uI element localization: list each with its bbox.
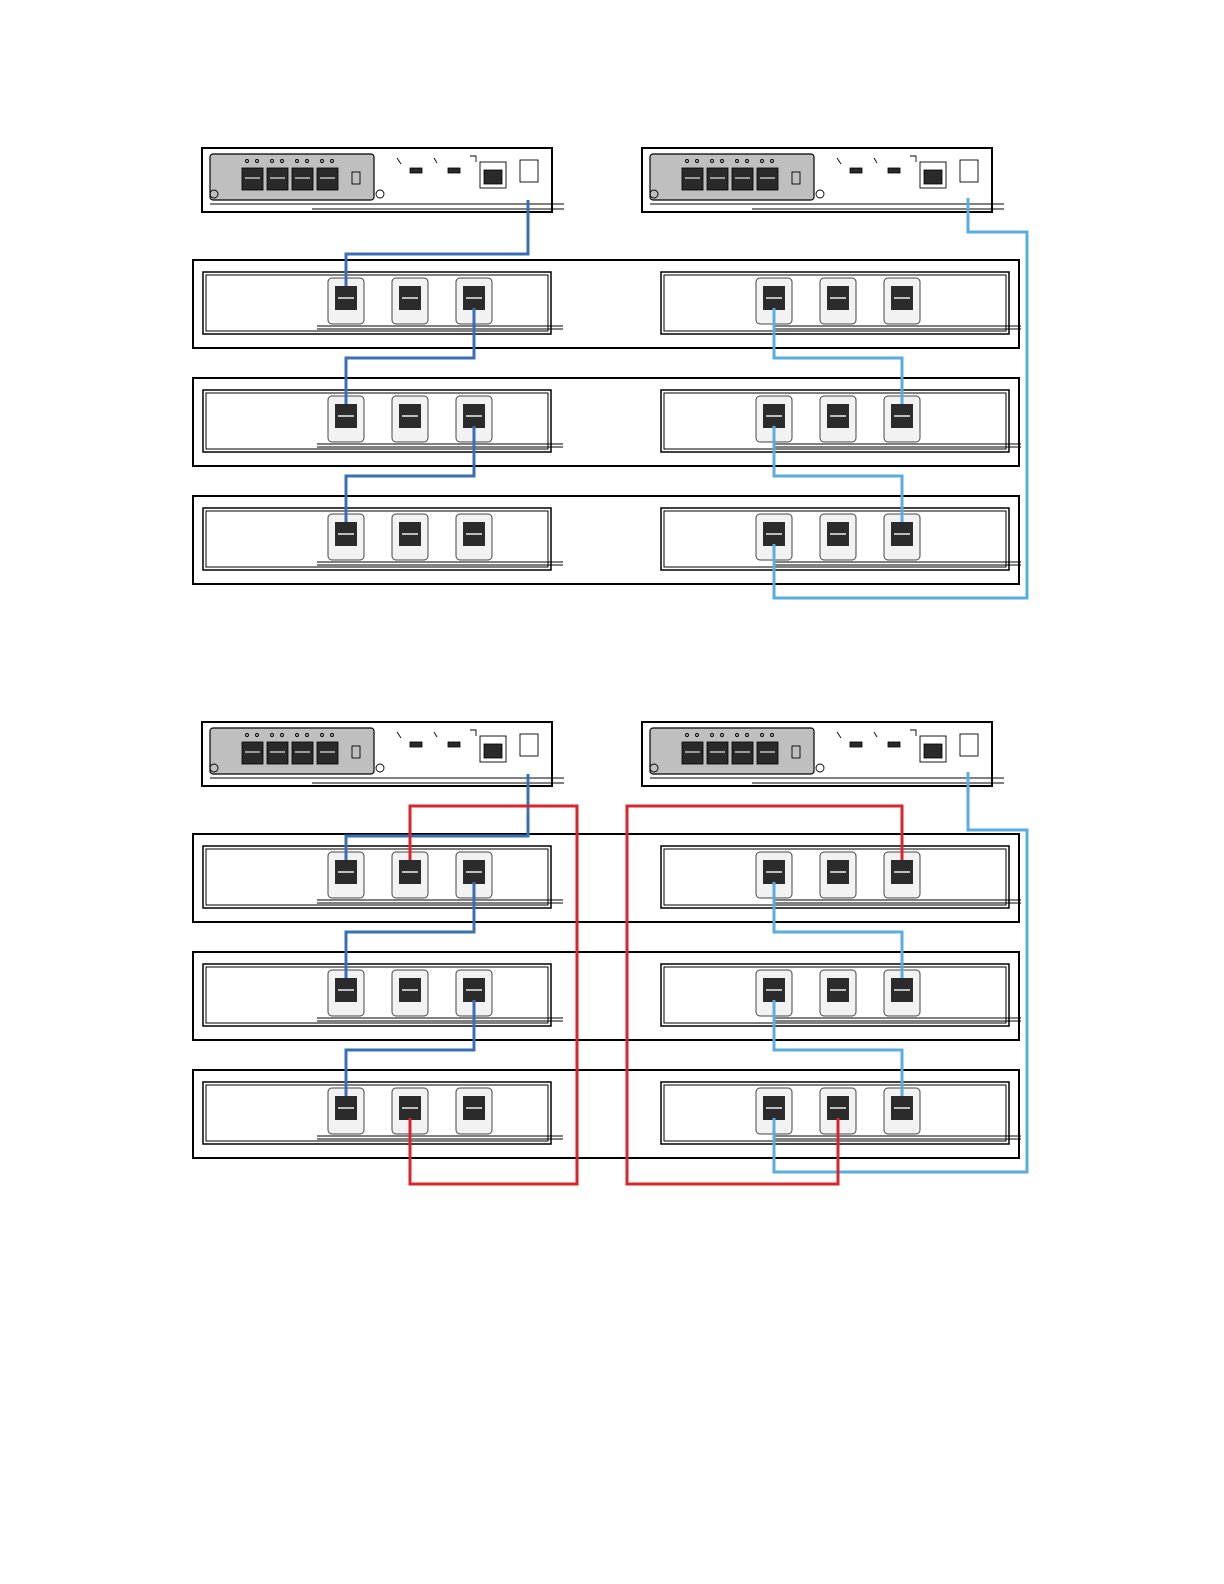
sfp-port-slot	[760, 177, 775, 179]
ethernet-jack-icon	[924, 170, 942, 184]
sas-port-slot	[830, 533, 846, 535]
sas-port-slot	[466, 415, 482, 417]
sas-port-slot	[830, 297, 846, 299]
sas-port-slot	[402, 533, 418, 535]
sfp-port-slot	[245, 751, 260, 753]
iom-a	[203, 272, 551, 334]
sas-port-slot	[894, 989, 910, 991]
usb-port-icon	[888, 168, 900, 173]
sas-port-slot	[338, 989, 354, 991]
ethernet-jack-icon	[484, 170, 502, 184]
usb-port-icon	[850, 168, 862, 173]
sas-port-slot	[338, 415, 354, 417]
sfp-port-slot	[760, 751, 775, 753]
sas-port-slot	[338, 297, 354, 299]
sas-port-slot	[466, 1107, 482, 1109]
usb-port-icon	[448, 168, 460, 173]
sas-port-slot	[766, 297, 782, 299]
usb-port-icon	[410, 168, 422, 173]
sas-port-slot	[466, 871, 482, 873]
sas-port-slot	[402, 989, 418, 991]
diagram-top	[193, 148, 1027, 598]
sas-port-slot	[466, 297, 482, 299]
sas-port-slot	[402, 297, 418, 299]
controller-right	[642, 722, 1004, 786]
ethernet-jack-icon	[924, 744, 942, 758]
controller-left	[202, 722, 564, 786]
iom-a	[203, 390, 551, 452]
sfp-port-slot	[295, 751, 310, 753]
sas-port-slot	[830, 871, 846, 873]
sas-port-slot	[338, 1107, 354, 1109]
ethernet-jack-icon	[484, 744, 502, 758]
sfp-port-slot	[685, 751, 700, 753]
sas-port-slot	[894, 871, 910, 873]
sas-port-slot	[830, 415, 846, 417]
sfp-port-slot	[710, 751, 725, 753]
sas-port-slot	[766, 1107, 782, 1109]
usb-port-icon	[888, 742, 900, 747]
sas-port-slot	[338, 871, 354, 873]
sas-port-slot	[766, 415, 782, 417]
sfp-port-slot	[245, 177, 260, 179]
diagram-bottom	[193, 722, 1027, 1184]
sas-port-slot	[766, 533, 782, 535]
usb-port-icon	[448, 742, 460, 747]
sas-port-slot	[338, 533, 354, 535]
sas-port-slot	[766, 871, 782, 873]
iom-a	[203, 964, 551, 1026]
controller-right	[642, 148, 1004, 212]
sfp-port-slot	[735, 751, 750, 753]
sfp-port-slot	[320, 177, 335, 179]
sfp-port-slot	[320, 751, 335, 753]
sfp-port-slot	[710, 177, 725, 179]
sfp-port-slot	[295, 177, 310, 179]
sas-port-slot	[894, 297, 910, 299]
sfp-port-slot	[270, 751, 285, 753]
sas-port-slot	[466, 989, 482, 991]
usb-port-icon	[850, 742, 862, 747]
controller-left	[202, 148, 564, 212]
sas-port-slot	[466, 533, 482, 535]
sas-port-slot	[894, 533, 910, 535]
sas-port-slot	[830, 1107, 846, 1109]
iom-a	[203, 1082, 551, 1144]
usb-port-icon	[410, 742, 422, 747]
sas-port-slot	[402, 415, 418, 417]
iom-a	[203, 508, 551, 570]
sas-port-slot	[402, 871, 418, 873]
sas-port-slot	[894, 1107, 910, 1109]
sfp-port-slot	[735, 177, 750, 179]
sas-port-slot	[894, 415, 910, 417]
sas-port-slot	[766, 989, 782, 991]
sas-port-slot	[402, 1107, 418, 1109]
sas-port-slot	[830, 989, 846, 991]
sfp-port-slot	[270, 177, 285, 179]
iom-a	[203, 846, 551, 908]
sfp-port-slot	[685, 177, 700, 179]
